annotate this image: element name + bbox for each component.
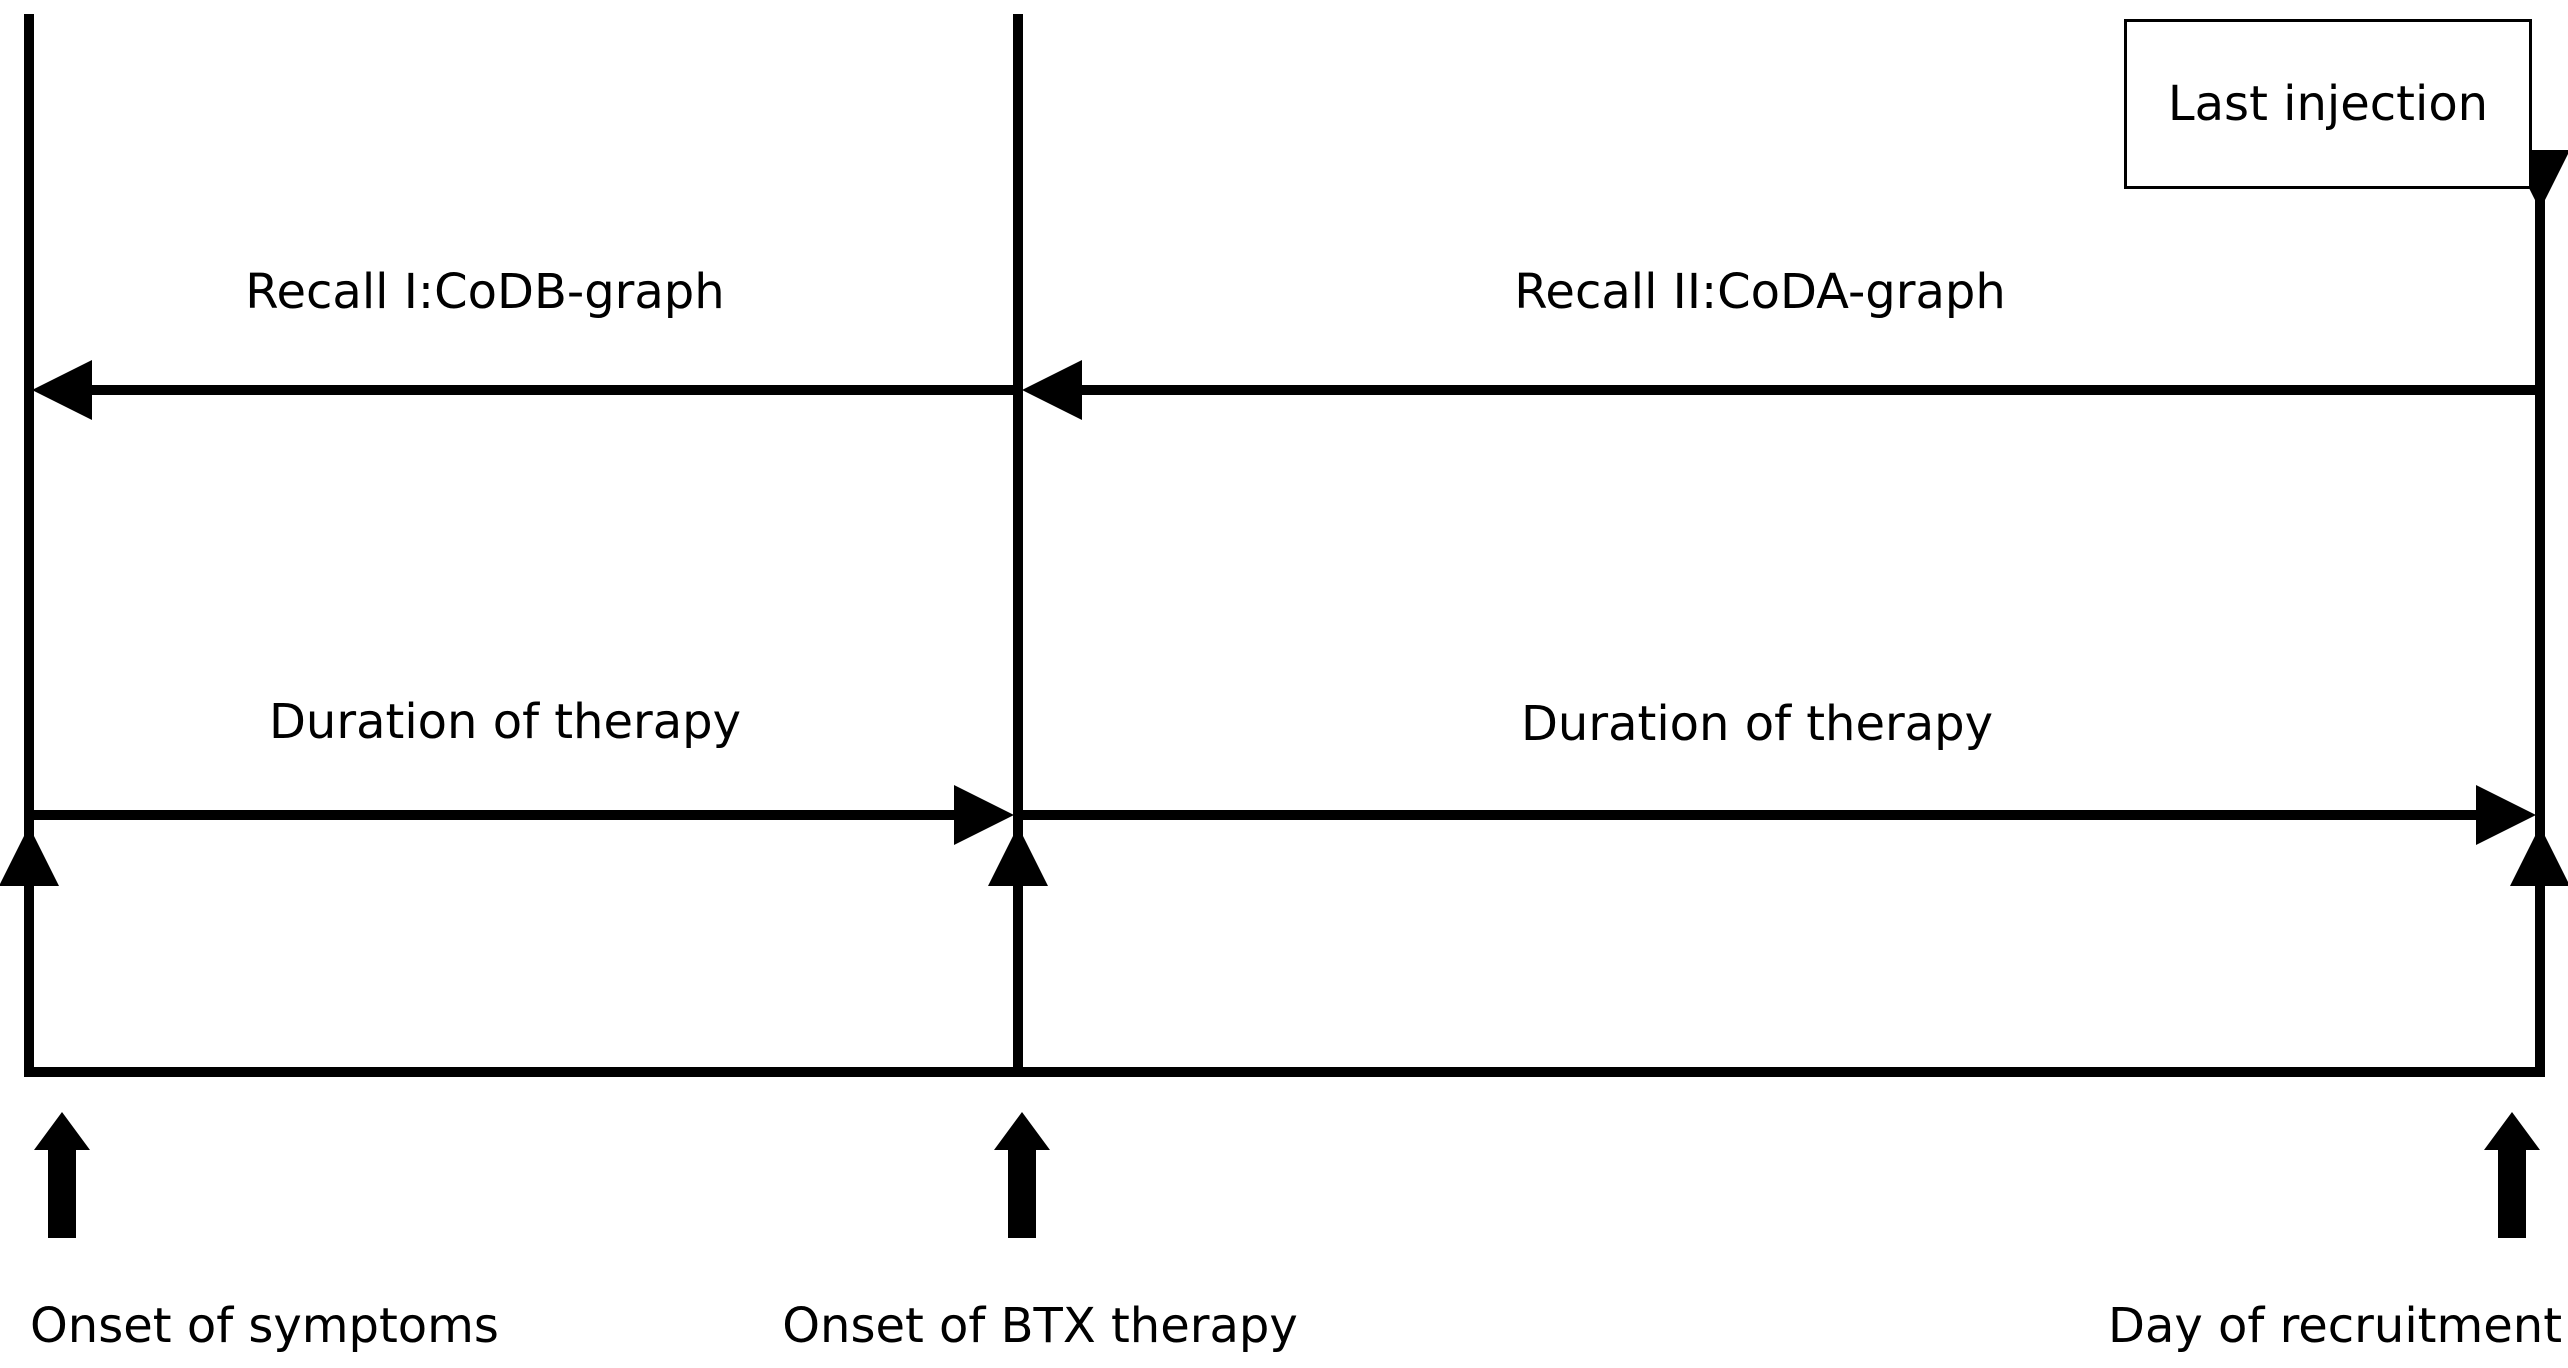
milestone-label-symptoms: Onset of symptoms	[30, 1298, 499, 1354]
milestone-arrow-symptoms	[34, 1112, 90, 1238]
last-injection-label: Last injection	[2167, 76, 2489, 132]
recall-one-label: Recall I:CoDB-graph	[245, 264, 725, 320]
last-injection-box	[2124, 19, 2532, 189]
recall-two-label: Recall II:CoDA-graph	[1514, 264, 2006, 320]
milestone-label-recruitment: Day of recruitment	[2108, 1298, 2563, 1354]
milestone-arrow-btx	[994, 1112, 1050, 1238]
duration-one-label: Duration of therapy	[268, 694, 742, 750]
duration-two-label: Duration of therapy	[1520, 696, 1994, 752]
milestone-label-btx: Onset of BTX therapy	[782, 1298, 1298, 1354]
milestone-arrow-recruitment	[2484, 1112, 2540, 1238]
